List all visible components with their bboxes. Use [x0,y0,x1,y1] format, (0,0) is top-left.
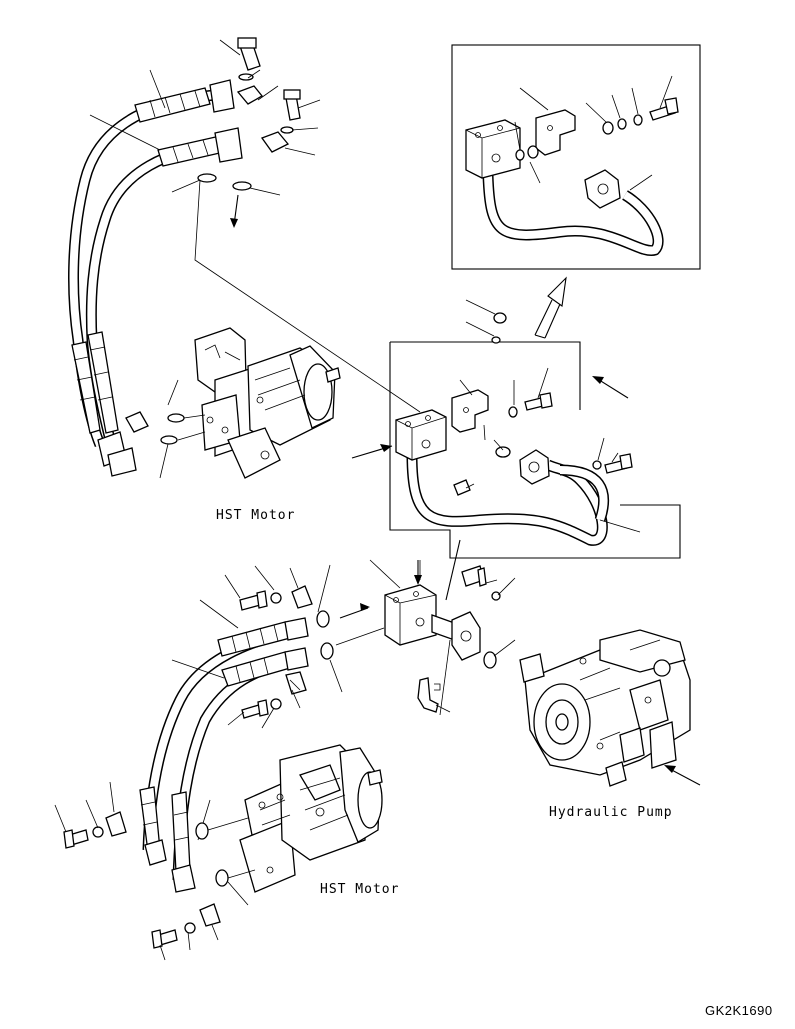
hst-motor-upper-drawing [159,327,341,479]
arrow-to-inset [534,276,567,339]
hydraulic-pump-label: Hydraulic Pump [549,805,673,820]
hst-motor-lower-drawing [195,744,383,906]
hst-motor-lower-label: HST Motor [320,882,400,897]
hydraulic-pump-drawing [519,629,701,787]
upper-hoses [68,37,321,477]
manifold-box [351,299,681,559]
drawing-code: GK2K1690 [705,1003,773,1018]
lower-hoses [54,565,313,961]
connector-line-upper [194,179,421,413]
lower-middle-lines [316,539,516,713]
detail-inset [451,44,701,270]
connector-line-lower [439,639,451,716]
hst-motor-upper-label: HST Motor [216,508,296,523]
